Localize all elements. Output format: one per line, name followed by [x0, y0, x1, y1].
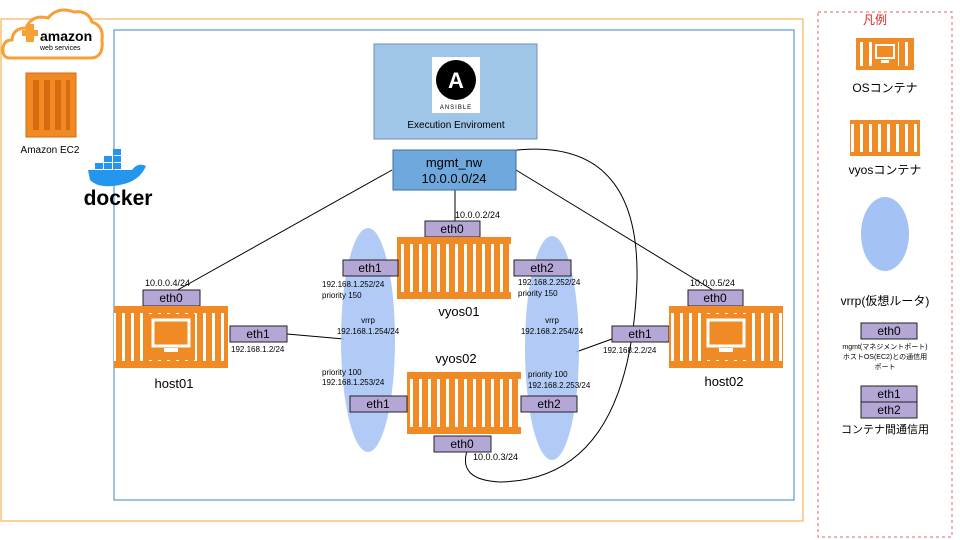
mgmt-nw-name: mgmt_nw — [426, 155, 483, 170]
vyos02-container — [407, 372, 521, 434]
ansible-logo: A ANSIBLE — [432, 57, 480, 113]
host02-eth1-ip: 192.168.2.2/24 — [603, 346, 657, 355]
monitor-icon — [706, 318, 746, 352]
legend-vyos-container-label: vyosコンテナ — [849, 163, 922, 177]
legend-eth2-label: eth2 — [877, 403, 901, 417]
docker-logo: docker — [84, 149, 153, 210]
docker-label: docker — [84, 187, 153, 210]
legend-mgmt-line2: ホストOS(EC2)との通信用 — [843, 352, 927, 361]
aws-logo: amazon web services — [1, 8, 104, 60]
links — [173, 148, 717, 483]
legend-inter-container-label: コンテナ間通信用 — [841, 423, 929, 436]
vyos01-eth1-port — [342, 259, 399, 277]
mgmt-nw-cidr: 10.0.0.0/24 — [421, 171, 486, 186]
aws-logo-word: amazon — [40, 28, 92, 44]
host01-container — [114, 306, 228, 368]
legend-eth0-label: eth0 — [877, 324, 901, 338]
mgmt-nw-box — [392, 149, 517, 191]
vyos02-eth2-port — [520, 395, 578, 413]
vrrp1-label: vrrp — [361, 316, 375, 325]
ec2-label: Amazon EC2 — [21, 145, 80, 156]
docker-frame — [113, 29, 795, 501]
vyos02-eth1-ip: 192.168.1.253/24 — [322, 378, 385, 387]
vyos02-eth1-label: eth1 — [366, 397, 390, 411]
vyos02-eth0-label: eth0 — [450, 437, 474, 451]
vyos01-eth2-ip: 192.168.2.252/24 — [518, 278, 581, 287]
legend-mgmt-line3: ポート — [875, 363, 896, 371]
legend-os-container-label: OSコンテナ — [852, 81, 917, 95]
ansible-logo-letter: A — [448, 68, 464, 93]
vrrp2-vip: 192.168.2.254/24 — [521, 327, 584, 336]
vyos01-eth2-priority: priority 150 — [518, 289, 558, 298]
monitor-icon — [151, 318, 191, 352]
legend-eth2-port — [860, 401, 918, 419]
vyos01-eth1-label: eth1 — [358, 261, 382, 275]
legend-eth0-port — [860, 322, 918, 340]
ansible-label: Execution Enviroment — [407, 120, 504, 131]
vyos02-eth0-port — [433, 435, 492, 453]
legend-mgmt-line1: mgmt(マネジメントポート) — [842, 343, 927, 351]
aws-logo-sub: web services — [39, 45, 81, 52]
vrrp2-label: vrrp — [545, 316, 559, 325]
vyos01-eth2-port — [513, 259, 572, 277]
vrrp1-vip: 192.168.1.254/24 — [337, 327, 400, 336]
legend-eth1-label: eth1 — [877, 387, 901, 401]
vyos01-eth2-label: eth2 — [530, 261, 554, 275]
vyos01-container — [397, 237, 511, 299]
vyos02-name: vyos02 — [435, 351, 476, 366]
host02-eth1-label: eth1 — [628, 327, 652, 341]
legend-title: 凡例 — [863, 13, 887, 27]
host01-eth1-label: eth1 — [246, 327, 270, 341]
vyos01-eth1-ip: 192.168.1.252/24 — [322, 280, 385, 289]
vyos01-eth1-priority: priority 150 — [322, 291, 362, 300]
aws-cloud-frame — [0, 18, 804, 522]
host01-eth0-ip: 10.0.0.4/24 — [145, 278, 190, 288]
host02-eth0-ip: 10.0.0.5/24 — [690, 278, 735, 288]
vyos02-eth2-priority: priority 100 — [528, 370, 568, 379]
legend-frame — [817, 11, 953, 538]
vyos02-eth2-ip: 192.168.2.253/24 — [528, 381, 591, 390]
host01-eth1-ip: 192.168.1.2/24 — [231, 345, 285, 354]
host02-name: host02 — [704, 374, 743, 389]
host02-eth0-label: eth0 — [703, 291, 727, 305]
vyos02-eth1-priority: priority 100 — [322, 368, 362, 377]
vyos01-eth0-ip: 10.0.0.2/24 — [455, 210, 500, 220]
vyos02-eth1-port — [349, 395, 408, 413]
ansible-logo-word: ANSIBLE — [440, 105, 472, 111]
legend-vrrp-label: vrrp(仮想ルータ) — [841, 293, 930, 308]
vyos02-eth0-ip: 10.0.0.3/24 — [473, 452, 518, 462]
legend-vrrp-icon — [861, 197, 909, 271]
vyos01-eth0-label: eth0 — [440, 222, 464, 236]
vyos02-eth2-label: eth2 — [537, 397, 561, 411]
legend-os-container-icon — [856, 38, 914, 70]
host01-name: host01 — [154, 376, 193, 391]
legend-vyos-container-icon — [850, 120, 920, 156]
vyos01-name: vyos01 — [438, 304, 479, 319]
host02-container — [669, 306, 783, 368]
host01-eth0-label: eth0 — [159, 291, 183, 305]
ec2-icon — [25, 72, 77, 138]
host01-eth1-port — [229, 325, 288, 343]
